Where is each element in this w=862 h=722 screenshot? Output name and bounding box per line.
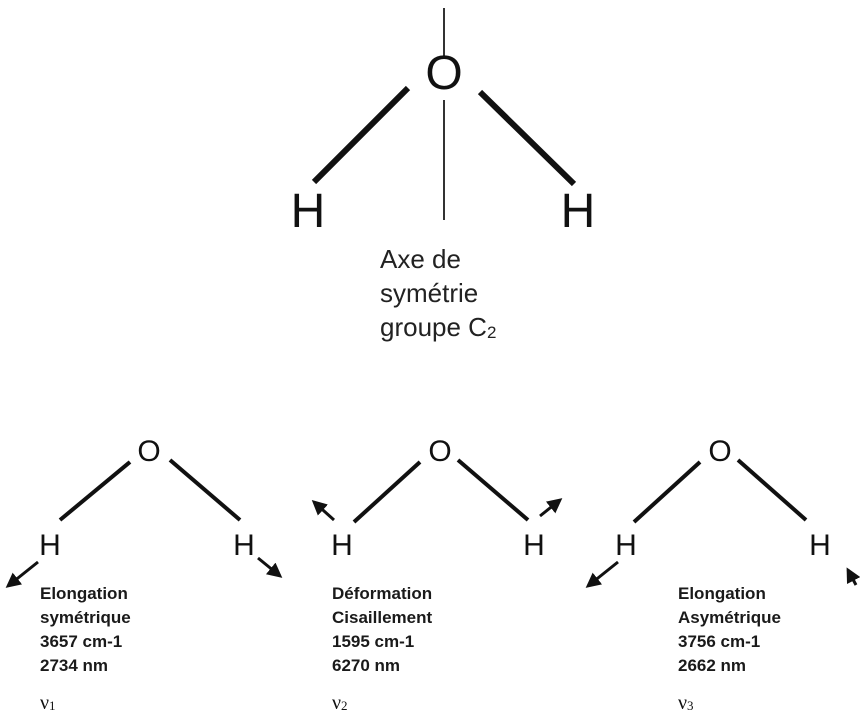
mode1-arrow-left: [5, 560, 39, 588]
mode2-bond-left: [352, 460, 422, 524]
mode1-arrow-right: [257, 556, 283, 578]
mode1-name: Elongation: [40, 584, 128, 603]
axis-caption-line2: symétrie: [380, 278, 479, 308]
axis-caption-line3: groupe C2: [380, 312, 497, 342]
hydrogen-left-atom: H: [290, 185, 326, 238]
mode3-name: Elongation: [678, 584, 766, 603]
mode2-bond-right: [456, 458, 530, 522]
mode2-arrow-right: [539, 498, 563, 518]
mode3-type: Asymétrique: [678, 608, 781, 627]
mode3-caption: Elongation Asymétrique 3756 cm-1 2662 nm: [678, 582, 781, 678]
mode1-oxygen-atom: O: [137, 435, 161, 468]
mode2-hydrogen-left-atom: H: [331, 529, 353, 562]
mode3-hydrogen-right-atom: H: [809, 529, 831, 562]
mode3-bond-left: [632, 460, 702, 524]
mode2-name: Déformation: [332, 584, 433, 603]
mode1-hydrogen-left-atom: H: [39, 529, 61, 562]
mode1-wavenumber: 3657 cm-1: [40, 632, 123, 651]
mode3-bond-right: [736, 458, 808, 522]
mode1-bond-right: [168, 458, 242, 522]
mode1-wavelength: 2734 nm: [40, 656, 109, 675]
bond-right: [477, 89, 577, 187]
mode2-arrow-left: [311, 499, 336, 522]
mode1-symbol: ν1: [40, 692, 56, 714]
mode3-oxygen-atom: O: [708, 435, 732, 468]
mode2-hydrogen-right-atom: H: [523, 529, 545, 562]
mode2-oxygen-atom: O: [428, 435, 452, 468]
mode1-hydrogen-right-atom: H: [233, 529, 255, 562]
axis-caption-line1: Axe de: [380, 244, 461, 274]
mode2-caption: Déformation Cisaillement 1595 cm-1 6270 …: [332, 582, 432, 678]
mode2-symbol: ν2: [332, 692, 348, 714]
mode1-bond-left: [58, 460, 132, 522]
mode1-caption: Elongation symétrique 3657 cm-1 2734 nm: [40, 582, 131, 678]
mode3-wavenumber: 3756 cm-1: [678, 632, 761, 651]
mode3-arrow-right: [846, 567, 861, 586]
mode2-type: Cisaillement: [332, 608, 433, 627]
mode2-wavelength: 6270 nm: [332, 656, 401, 675]
mode2-wavenumber: 1595 cm-1: [332, 632, 415, 651]
oxygen-atom: O: [425, 47, 463, 100]
mode1-type: symétrique: [40, 608, 131, 627]
mode3-wavelength: 2662 nm: [678, 656, 747, 675]
mode3-arrow-left: [585, 560, 619, 588]
mode3-symbol: ν3: [678, 692, 694, 714]
bond-left: [311, 85, 411, 185]
symmetry-axis-caption: Axe de symétrie groupe C2: [380, 242, 496, 350]
hydrogen-right-atom: H: [560, 185, 596, 238]
mode3-hydrogen-left-atom: H: [615, 529, 637, 562]
